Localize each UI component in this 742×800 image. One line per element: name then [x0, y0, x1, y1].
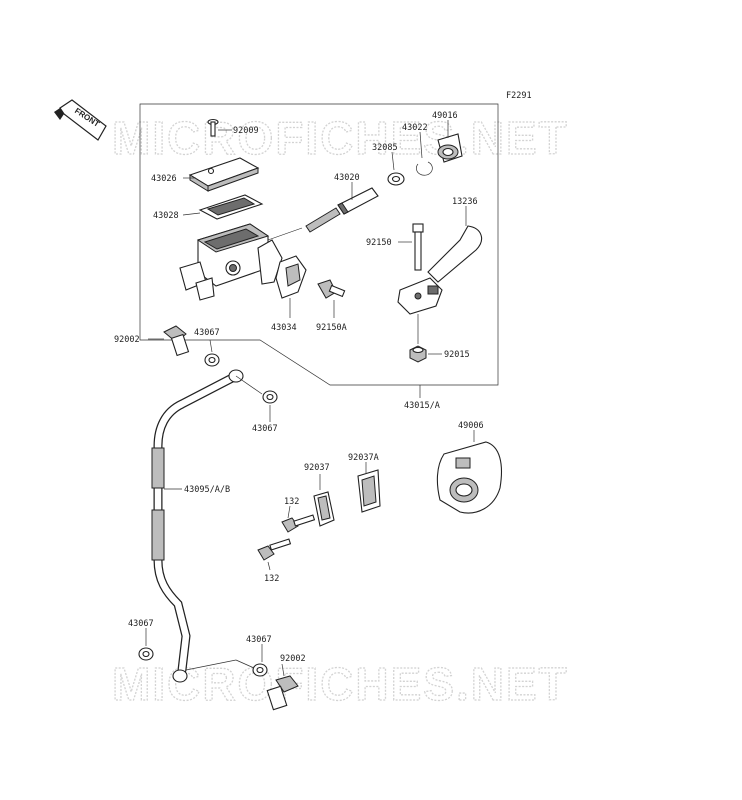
- label-43034: 43034: [271, 323, 297, 333]
- bolt-92150: [412, 223, 424, 271]
- label-43022: 43022: [402, 123, 428, 133]
- piston-kit-43020: [267, 187, 379, 241]
- front-arrow-icon: FRONT: [54, 99, 107, 141]
- bracket-92037: [313, 491, 335, 527]
- label-49006: 49006: [458, 421, 484, 431]
- diaphragm-43028: [198, 194, 264, 220]
- label-92150: 92150: [366, 238, 392, 248]
- label-92002-bottom: 92002: [280, 654, 306, 664]
- reservoir-cap-43026: [188, 157, 260, 192]
- brake-lever-13236: [397, 225, 483, 315]
- label-43067-b: 43067: [252, 424, 278, 434]
- cover-49006: [436, 441, 503, 514]
- boot-49016: [437, 133, 463, 163]
- washer-43067-a: [204, 353, 220, 367]
- label-13236: 13236: [452, 197, 478, 207]
- washer-43067-d: [252, 663, 268, 677]
- label-43028: 43028: [153, 211, 179, 221]
- label-49016: 49016: [432, 111, 458, 121]
- bolt-132-a: [281, 514, 316, 533]
- label-43067-a: 43067: [194, 328, 220, 338]
- washer-43067-c: [138, 647, 154, 661]
- watermark-top: MICROFICHES.NET: [112, 112, 569, 164]
- banjo-bolt-92002-top: [163, 325, 190, 357]
- snap-ring-43022: [416, 161, 433, 176]
- label-43095: 43095/A/B: [184, 485, 230, 495]
- washer-43067-b: [262, 390, 278, 404]
- figure-code: F2291: [506, 91, 532, 101]
- watermark-bottom: MICROFICHES.NET: [112, 658, 569, 710]
- label-32085: 32085: [372, 143, 398, 153]
- label-43067-c: 43067: [128, 619, 154, 629]
- label-92002-top: 92002: [114, 335, 140, 345]
- master-cylinder-body: [179, 223, 283, 301]
- bracket-92037A: [357, 469, 381, 513]
- brake-hose-43095: [151, 369, 244, 683]
- assembly-box: [139, 103, 499, 386]
- label-92037A: 92037A: [348, 453, 379, 463]
- clamp-43034: [275, 255, 307, 299]
- screw-92009: [207, 118, 219, 137]
- label-43067-d: 43067: [246, 635, 272, 645]
- washer-32085: [387, 172, 405, 186]
- label-92037: 92037: [304, 463, 330, 473]
- label-92015: 92015: [444, 350, 470, 360]
- label-92009: 92009: [233, 126, 259, 136]
- banjo-bolt-92002-bottom: [266, 675, 299, 711]
- label-132-b: 132: [264, 574, 279, 584]
- nut-92015: [409, 345, 427, 363]
- label-43020: 43020: [334, 173, 360, 183]
- bolt-132-b: [257, 538, 292, 561]
- label-43026: 43026: [151, 174, 177, 184]
- label-92150A: 92150A: [316, 323, 347, 333]
- bolt-92150A: [317, 279, 346, 299]
- label-43015A: 43015/A: [404, 401, 440, 411]
- label-132-a: 132: [284, 497, 299, 507]
